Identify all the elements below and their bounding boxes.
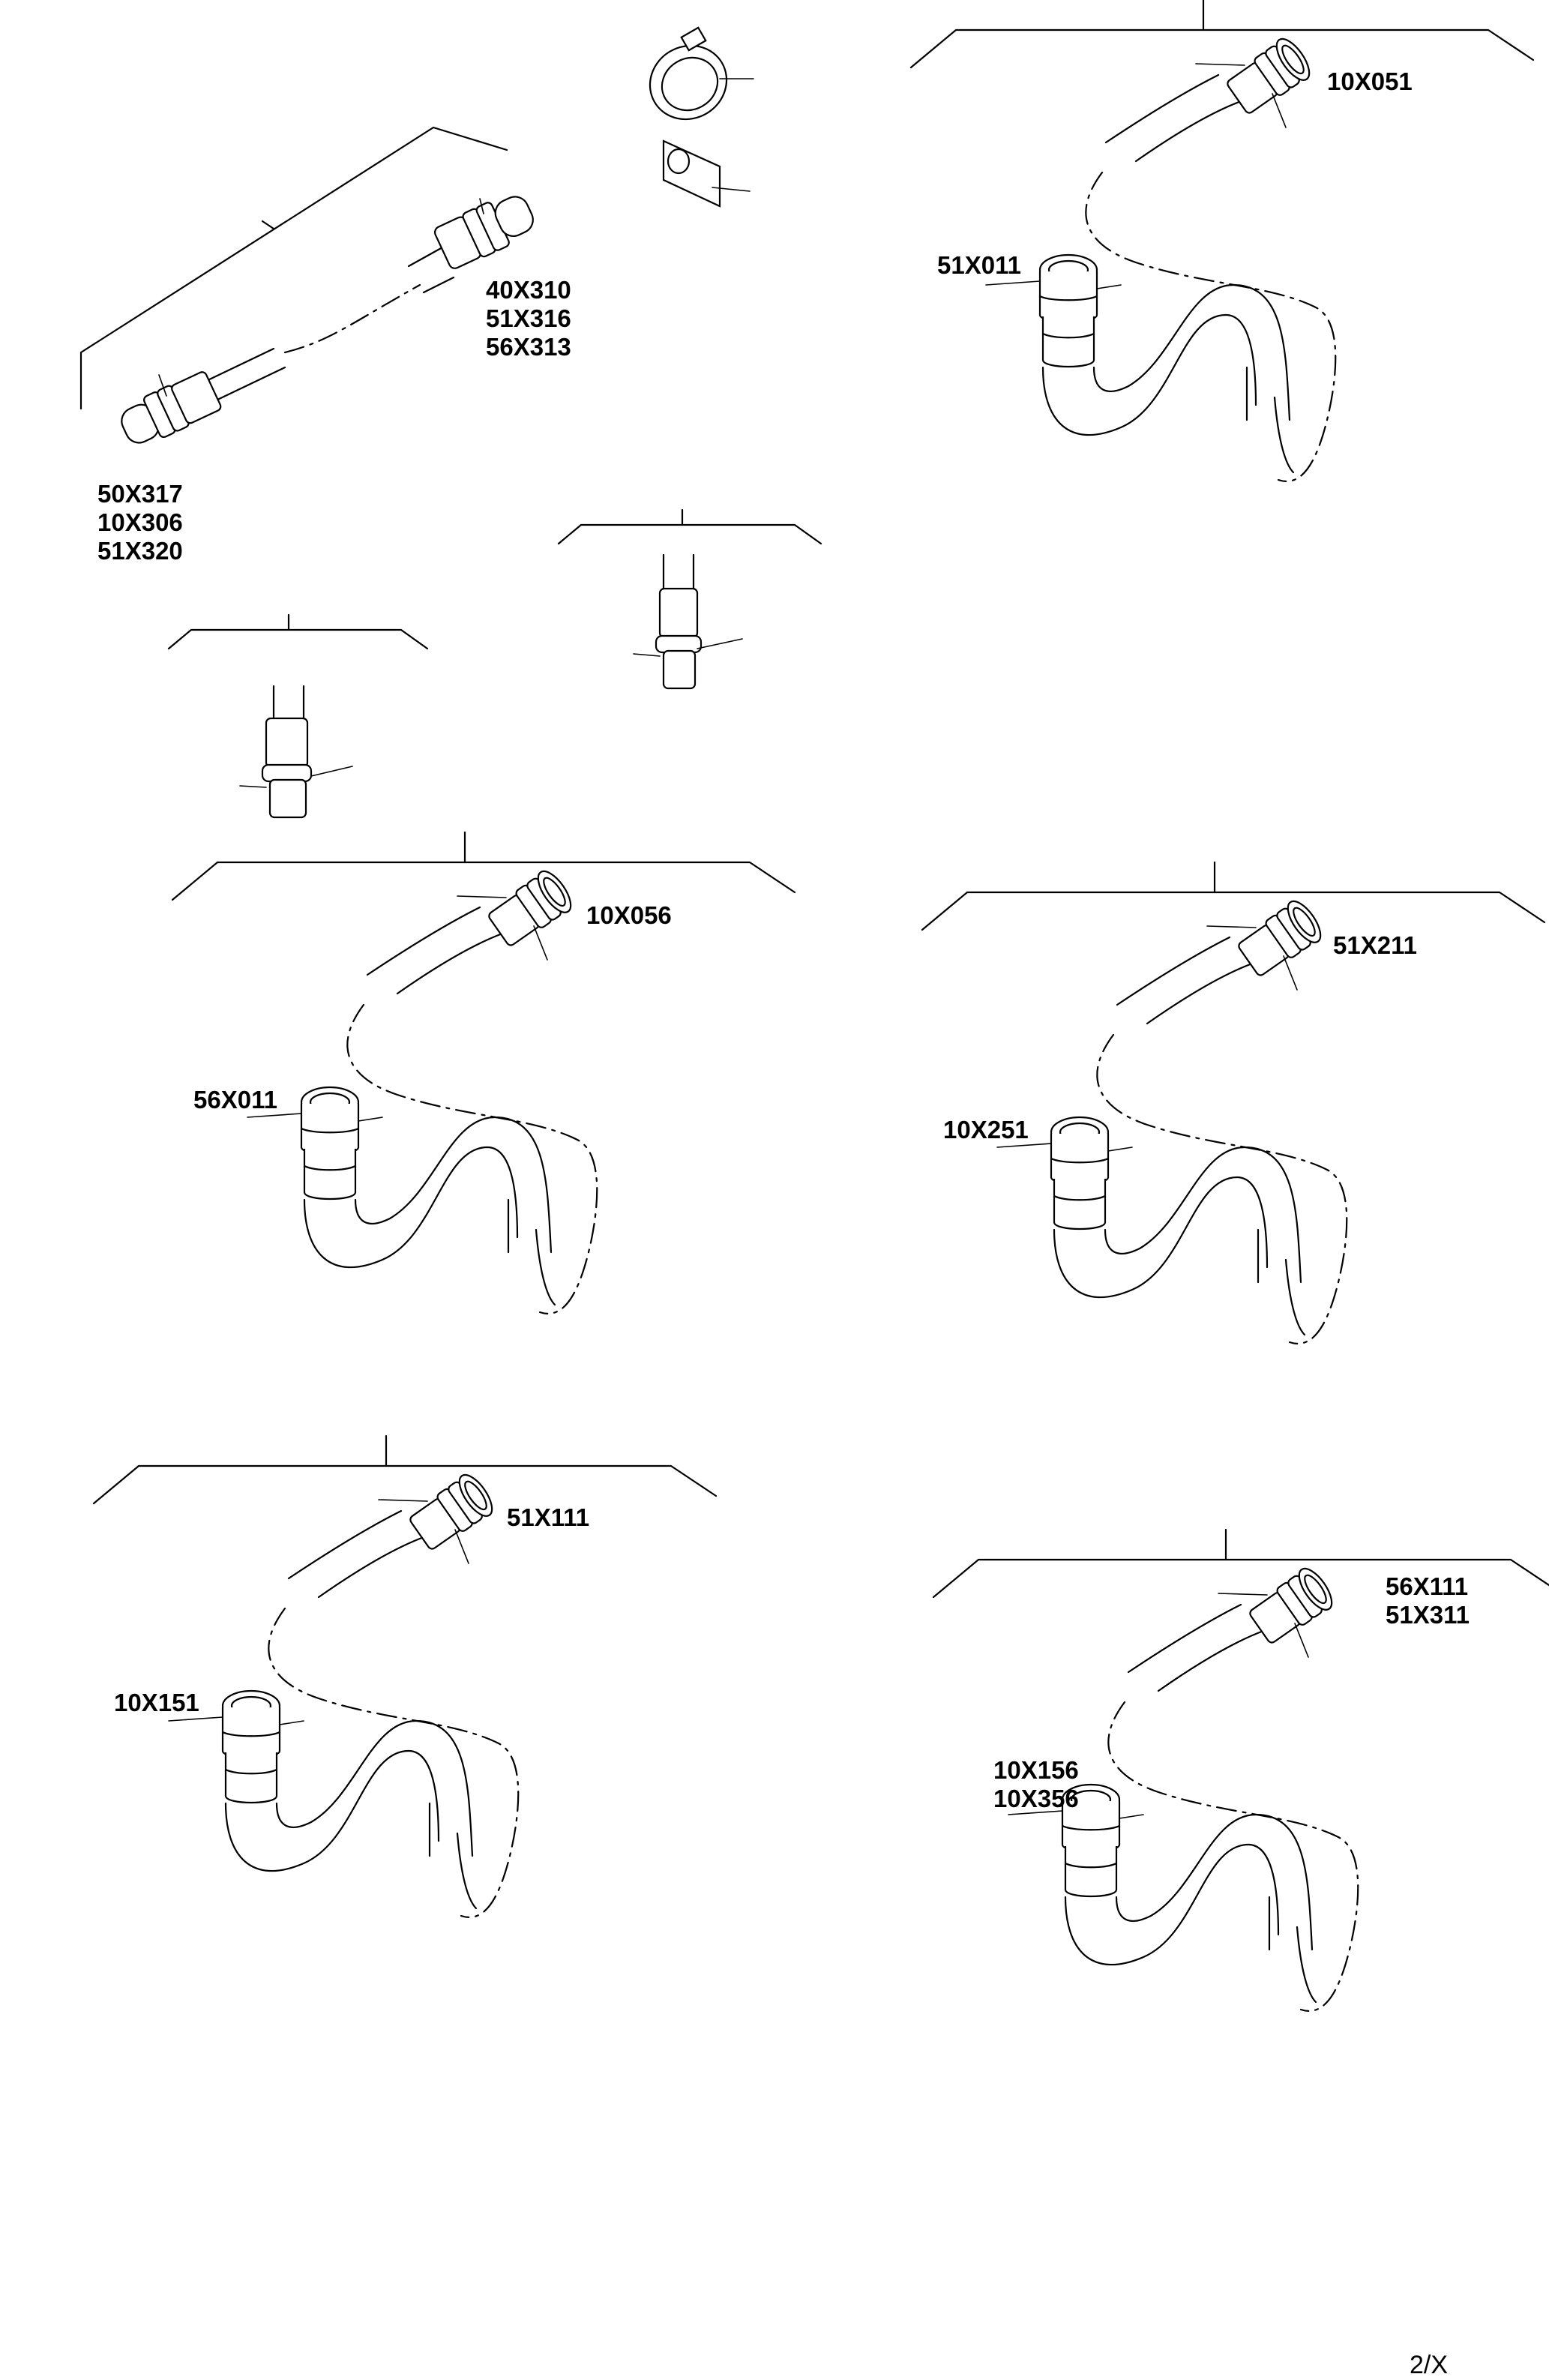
callout-label: 56X313 xyxy=(486,333,571,361)
callout-label: 10X356 xyxy=(993,1785,1079,1812)
callout-label: 56X111 xyxy=(1386,1572,1468,1600)
callout-label: 51X311 xyxy=(1386,1601,1470,1629)
page-number: 2/X xyxy=(1410,2351,1448,2379)
callout-label: 56X011 xyxy=(193,1086,277,1114)
callout-label: 50X317 xyxy=(97,480,183,508)
callout-label: 10X156 xyxy=(993,1756,1079,1784)
cable-tie-icon xyxy=(649,26,754,121)
connector-small-left xyxy=(167,613,429,819)
callout-label: 10X251 xyxy=(943,1116,1029,1144)
hose-assembly-mid-left xyxy=(171,831,796,1314)
cable-assembly-top-left xyxy=(79,126,534,444)
callout-label: 51X011 xyxy=(937,251,1021,279)
callout-label: 10X151 xyxy=(114,1689,199,1716)
callout-label: 51X320 xyxy=(97,537,183,565)
hose-assembly-mid-right xyxy=(921,861,1546,1344)
connector-small-middle xyxy=(557,508,822,690)
callout-label: 10X056 xyxy=(586,901,672,929)
label-plate-icon xyxy=(662,139,751,208)
callout-label: 10X051 xyxy=(1327,67,1413,95)
callout-label: 10X306 xyxy=(97,508,183,536)
callout-label: 51X111 xyxy=(507,1503,589,1531)
hose-assembly-top-right xyxy=(909,0,1535,482)
callout-label: 51X211 xyxy=(1333,931,1417,959)
callout-label: 40X310 xyxy=(486,276,571,304)
callout-label: 51X316 xyxy=(486,304,571,332)
hose-assembly-bottom-left xyxy=(92,1434,718,1918)
